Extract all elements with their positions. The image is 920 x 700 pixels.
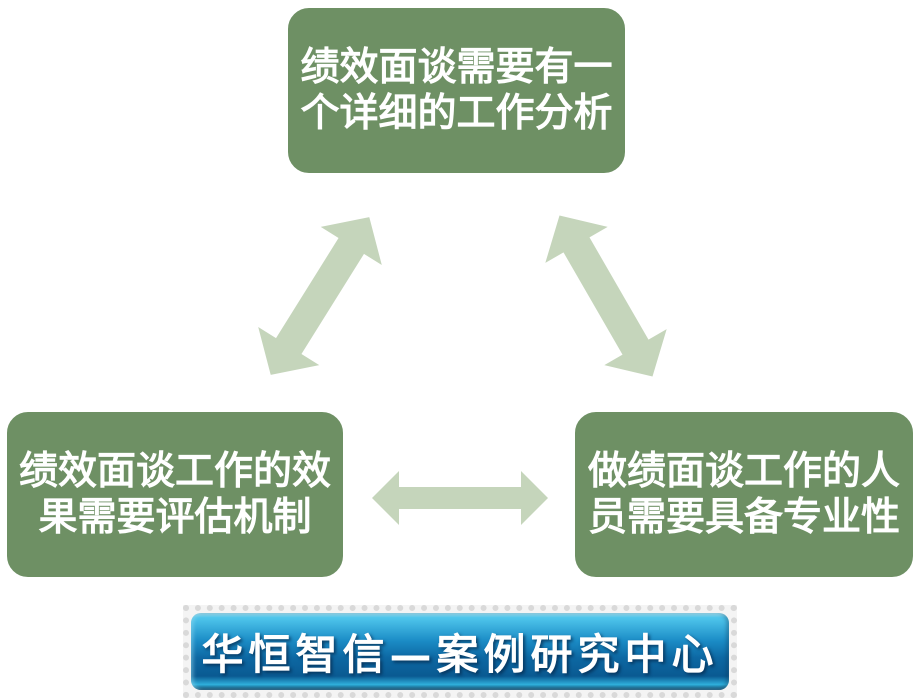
node-evaluation-mechanism-line1: 绩效面谈工作的效 (18, 449, 331, 493)
footer-banner-text: 华恒智信—案例研究中心 (201, 630, 719, 679)
footer-banner-frame: 华恒智信—案例研究中心 (183, 605, 737, 698)
double-arrow-horizontal-icon (372, 471, 548, 525)
double-arrow-top-right-diagonal-icon (545, 215, 667, 377)
node-professional-staff-line1: 做绩面谈工作的人 (587, 449, 900, 493)
footer-banner: 华恒智信—案例研究中心 (191, 613, 729, 690)
node-job-analysis-line1: 绩效面谈需要有一 (300, 45, 613, 89)
node-job-analysis: 绩效面谈需要有一 个详细的工作分析 (283, 3, 630, 178)
node-professional-staff-line2: 员需要具备专业性 (587, 495, 900, 539)
node-professional-staff: 做绩面谈工作的人 员需要具备专业性 (570, 407, 918, 582)
node-evaluation-mechanism: 绩效面谈工作的效 果需要评估机制 (2, 407, 348, 582)
node-evaluation-mechanism-line2: 果需要评估机制 (38, 495, 312, 539)
node-job-analysis-line2: 个详细的工作分析 (300, 91, 613, 135)
double-arrow-top-left-diagonal-icon (258, 217, 382, 375)
